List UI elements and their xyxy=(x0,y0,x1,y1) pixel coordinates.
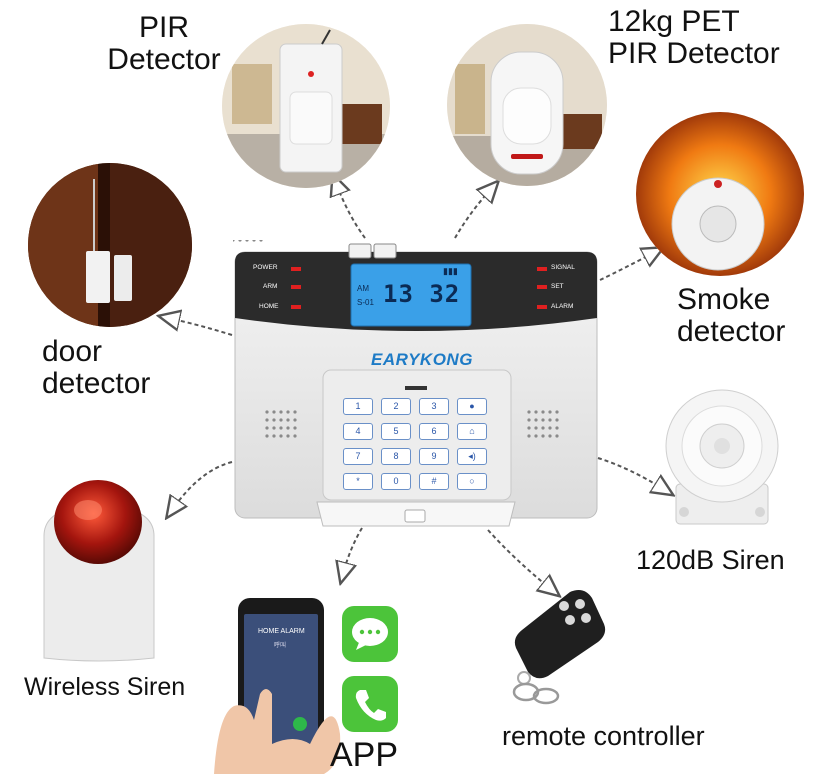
pir-label: PIR Detector xyxy=(107,11,221,76)
alarm-panel: AM S-01 13 32 ▮▮▮ POWER ARM HOME SIGNAL … xyxy=(233,240,599,540)
remote-controller-photo xyxy=(500,586,610,706)
lcd-signal-icon: ▮▮▮ xyxy=(443,266,458,276)
key-8[interactable]: 8 xyxy=(381,448,411,465)
siren-120db-photo xyxy=(662,388,784,530)
arrow-wireless-siren xyxy=(172,461,233,510)
indicator-set: SET xyxy=(551,283,564,290)
brand-logo: EARYKONG xyxy=(371,350,473,369)
door-label: door detector xyxy=(42,335,151,400)
remote-label: remote controller xyxy=(502,721,705,751)
lcd-time: 13 32 xyxy=(383,280,461,308)
app-label: APP xyxy=(330,736,399,774)
door-detector-photo xyxy=(28,163,192,327)
key-7[interactable]: 7 xyxy=(343,448,373,465)
keypad: 1 2 3 ● 4 5 6 ⌂ 7 8 9 ◂) * 0 # ○ xyxy=(343,398,493,490)
key-arm[interactable]: ● xyxy=(457,398,487,415)
key-1[interactable]: 1 xyxy=(343,398,373,415)
key-2[interactable]: 2 xyxy=(381,398,411,415)
message-app-icon[interactable] xyxy=(342,606,398,662)
phone-app-icon[interactable] xyxy=(342,676,398,732)
key-hash[interactable]: # xyxy=(419,473,449,490)
arrow-pet-pir xyxy=(454,188,492,239)
lcd-small-bottom: S-01 xyxy=(357,298,374,307)
arrow-remote xyxy=(487,529,552,590)
wireless-siren-label: Wireless Siren xyxy=(24,673,186,701)
phone-photo: HOME ALARM 呼叫 xyxy=(214,594,342,774)
lcd-small-top: AM xyxy=(357,284,369,293)
pet-pir-label: 12kg PET PIR Detector xyxy=(608,5,780,70)
siren-120db-label: 120dB Siren xyxy=(636,545,785,575)
key-4[interactable]: 4 xyxy=(343,423,373,440)
key-0[interactable]: 0 xyxy=(381,473,411,490)
phone-screen-title: HOME ALARM xyxy=(258,628,305,635)
arrow-pir xyxy=(336,183,366,239)
key-3[interactable]: 3 xyxy=(419,398,449,415)
arrow-app xyxy=(343,527,363,574)
key-6[interactable]: 6 xyxy=(419,423,449,440)
indicator-home: HOME xyxy=(259,303,279,310)
smoke-detector-photo xyxy=(636,112,804,276)
key-5[interactable]: 5 xyxy=(381,423,411,440)
indicator-alarm: ALARM xyxy=(551,303,574,310)
wireless-siren-photo xyxy=(38,466,160,664)
pir-detector-photo xyxy=(222,24,390,188)
indicator-signal: SIGNAL xyxy=(551,264,575,271)
arrow-smoke xyxy=(599,252,655,281)
key-star[interactable]: * xyxy=(343,473,373,490)
key-9[interactable]: 9 xyxy=(419,448,449,465)
smoke-label: Smoke detector xyxy=(677,283,786,348)
arrow-door xyxy=(168,318,233,336)
pet-pir-detector-photo xyxy=(447,24,607,186)
key-home[interactable]: ⌂ xyxy=(457,423,487,440)
key-sound[interactable]: ◂) xyxy=(457,448,487,465)
indicator-arm: ARM xyxy=(263,283,278,290)
indicator-power: POWER xyxy=(253,264,278,271)
key-disarm[interactable]: ○ xyxy=(457,473,487,490)
phone-screen-sub: 呼叫 xyxy=(274,643,287,649)
arrow-siren-120 xyxy=(597,457,665,490)
